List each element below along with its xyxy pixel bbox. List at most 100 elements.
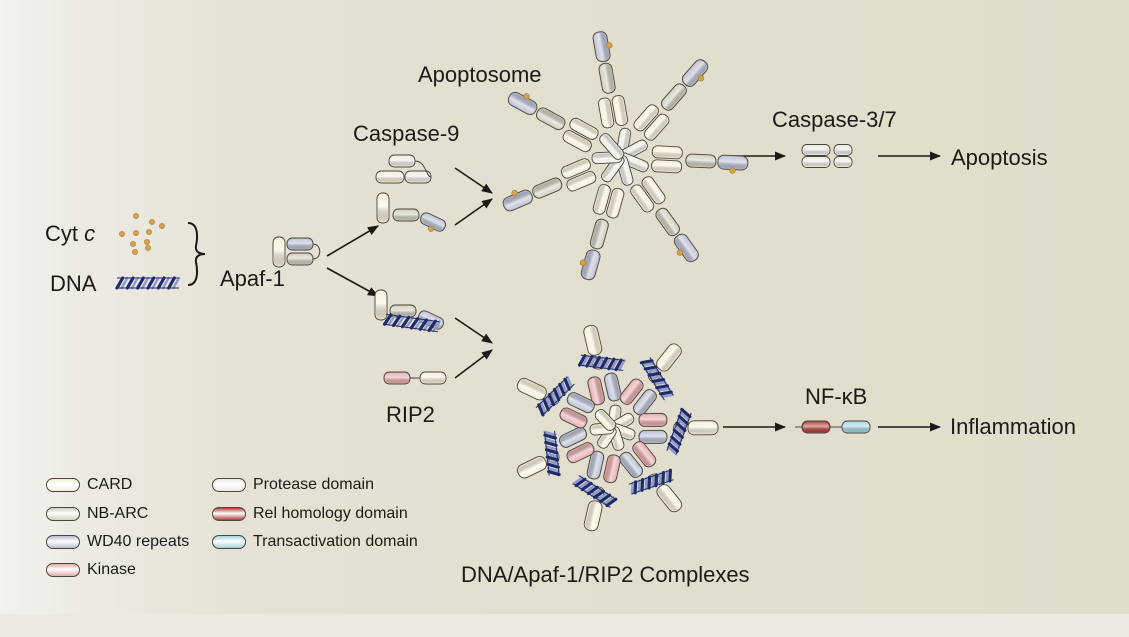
spoke-card — [583, 324, 603, 356]
complex-spoke — [578, 324, 626, 406]
bottom-band — [0, 614, 1129, 637]
apaf1-nbarc — [286, 252, 314, 266]
apoptosome-spoke — [592, 31, 629, 129]
spoke-card — [656, 343, 682, 372]
dna-helix-icon — [572, 474, 618, 509]
complex-spoke — [572, 450, 621, 532]
spoke-card — [656, 484, 683, 513]
spoke-wd40 — [638, 429, 668, 444]
apoptosome-spoke — [502, 158, 597, 212]
dna-helix-icon — [543, 430, 561, 477]
spoke-card — [651, 145, 683, 160]
label-cyt-c: Cyt c — [45, 223, 95, 245]
spoke-nbarc — [655, 207, 680, 237]
c37-protease — [801, 156, 831, 168]
shapes-layer — [115, 31, 871, 532]
legend-swatch-rel-homology — [212, 507, 246, 521]
spoke-card — [562, 130, 592, 153]
cyt-c-dot — [698, 75, 705, 82]
c9-wd40 — [419, 212, 447, 232]
label-cyt-italic: c — [84, 221, 96, 246]
nf-kb-protein — [795, 420, 871, 434]
spoke-wd40 — [632, 389, 657, 416]
spoke-nbarc — [532, 177, 563, 199]
cyt-c-dot — [606, 42, 613, 49]
legend-label-card: CARD — [87, 476, 133, 493]
legend-swatch-transactivation — [212, 535, 246, 549]
legend-label-transactivation: Transactivation domain — [253, 533, 418, 550]
dna-helix-icon — [115, 276, 181, 290]
spoke-card — [687, 420, 719, 436]
spoke-kinase — [559, 407, 588, 429]
apoptosome-hub-protease — [599, 133, 625, 160]
spoke-card — [630, 184, 655, 213]
spoke-wd40 — [603, 372, 622, 402]
arrow-rip2-to-complex — [454, 349, 493, 379]
spoke-nbarc — [536, 107, 566, 131]
label-apoptosome: Apoptosome — [418, 62, 542, 87]
spoke-wd40 — [502, 189, 533, 212]
spoke-kinase — [587, 376, 606, 406]
legend-swatch-kinase — [46, 563, 80, 577]
spoke-card — [569, 117, 599, 140]
legend-swatch-card — [46, 478, 80, 492]
legend-label-kinase: Kinase — [87, 561, 136, 578]
dna-helix-icon — [578, 354, 626, 372]
spoke-wd40 — [559, 426, 588, 448]
legend-swatch-wd40 — [46, 535, 80, 549]
spoke-card — [566, 171, 597, 192]
spoke-card — [611, 95, 629, 126]
spoke-kinase — [638, 412, 668, 427]
caspase9-card — [375, 170, 405, 184]
spoke-card — [560, 158, 591, 179]
cyt-c-dot — [146, 229, 152, 235]
ad-nbarc — [389, 304, 417, 318]
nfkb-rel-homology — [801, 420, 831, 434]
cyt-c-dot — [145, 245, 151, 251]
label-nf-kb: NF-κB — [805, 384, 868, 409]
spoke-nbarc — [685, 153, 717, 169]
spoke-wd40 — [717, 154, 749, 171]
label-cyt-prefix: Cyt — [45, 221, 85, 246]
rip2-kinase — [383, 371, 411, 385]
spoke-card — [641, 176, 666, 205]
label-apoptosis: Apoptosis — [951, 145, 1048, 170]
spoke-wd40 — [673, 233, 699, 263]
cyt-c-dot — [119, 231, 125, 237]
complex-spoke — [638, 407, 719, 456]
label-caspase-3-7: Caspase-3/7 — [772, 107, 897, 132]
cyt-c-dot — [676, 249, 683, 256]
label-dna: DNA — [50, 271, 97, 296]
dna-helix-icon — [666, 407, 692, 456]
spoke-card — [597, 97, 615, 129]
caspase9-protease — [388, 154, 416, 168]
cyt-c-dot — [579, 259, 587, 266]
label-rip2: RIP2 — [386, 402, 435, 427]
cyt-c-dot — [144, 239, 150, 245]
apaf1-card — [272, 236, 286, 268]
spoke-card — [583, 500, 603, 532]
apoptosome — [502, 31, 749, 281]
cyt-c-dot — [133, 230, 139, 236]
spoke-card — [633, 104, 659, 132]
ad-card — [374, 289, 388, 321]
cyt-c-dot — [428, 226, 434, 232]
spoke-card — [606, 187, 625, 219]
spoke-nbarc — [598, 62, 616, 94]
apoptosome-spoke — [630, 176, 699, 263]
spoke-wd40 — [566, 392, 595, 414]
arrow-apaf1-to-caspase9 — [326, 225, 379, 257]
arrows-layer — [326, 151, 942, 432]
cyt-c-dot — [159, 223, 165, 229]
complex-spoke — [619, 343, 682, 416]
caspase9-protease — [404, 170, 432, 184]
arrow-caspase9-upper-to-apoptosome — [454, 167, 493, 194]
legend-label-protease: Protease domain — [253, 476, 374, 493]
spoke-card — [592, 184, 611, 215]
c37-protease — [833, 156, 853, 168]
apaf-1-dna-complex — [374, 289, 445, 333]
dna-helix-icon — [382, 313, 441, 333]
cyt-c-dot — [511, 190, 518, 197]
